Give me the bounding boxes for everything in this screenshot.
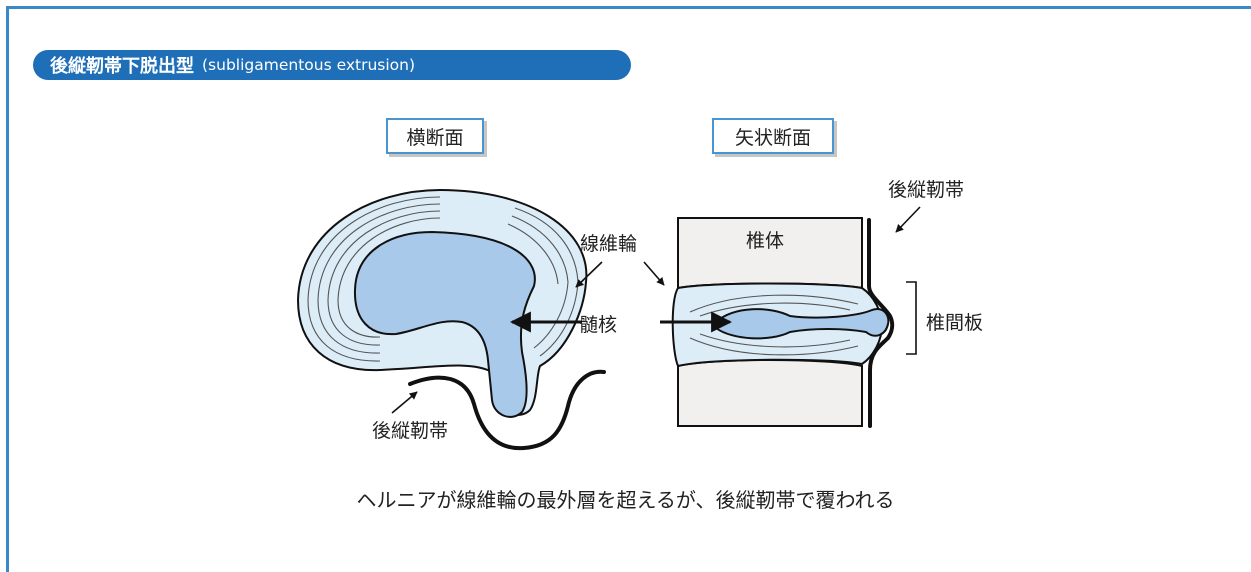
annulus-label: 線維輪 (580, 233, 637, 255)
disc-label: 椎間板 (926, 312, 983, 334)
vertebral-body-label: 椎体 (746, 230, 784, 252)
annulus-lamellae-sagittal (689, 294, 859, 356)
pll-leader-axial (391, 391, 418, 414)
figure-caption: ヘルニアが線維輪の最外層を超えるが、後縦靭帯で覆われる (356, 488, 895, 512)
annulus-leader-sagittal (643, 261, 665, 286)
axial-disc (296, 188, 606, 451)
section-title: 後縦靭帯下脱出型 (50, 56, 194, 77)
nucleus-pulposus-sagittal (715, 308, 890, 340)
upper-vertebral-body (677, 217, 863, 290)
posterior-longitudinal-ligament-axial (408, 369, 606, 451)
section-header: 後縦靭帯下脱出型 (subligamentous extrusion) (33, 50, 631, 80)
pll-sagittal-label: 後縦靭帯 (888, 179, 964, 201)
posterior-longitudinal-ligament-sagittal (867, 218, 895, 428)
pll-leader-sagittal (895, 206, 921, 233)
axial-view-label: 横断面 (386, 118, 484, 154)
annulus-leader-axial (575, 261, 603, 288)
nucleus-label: 髄核 (579, 314, 617, 336)
lower-vertebral-body (677, 359, 863, 427)
section-subtitle: (subligamentous extrusion) (202, 56, 416, 74)
sagittal-spine (671, 217, 917, 428)
disc-bracket (906, 281, 917, 355)
sagittal-view-label: 矢状断面 (712, 118, 834, 154)
pll-axial-label: 後縦靭帯 (372, 420, 448, 442)
figure-frame (6, 6, 1251, 572)
nucleus-pulposus-axial (353, 230, 536, 418)
